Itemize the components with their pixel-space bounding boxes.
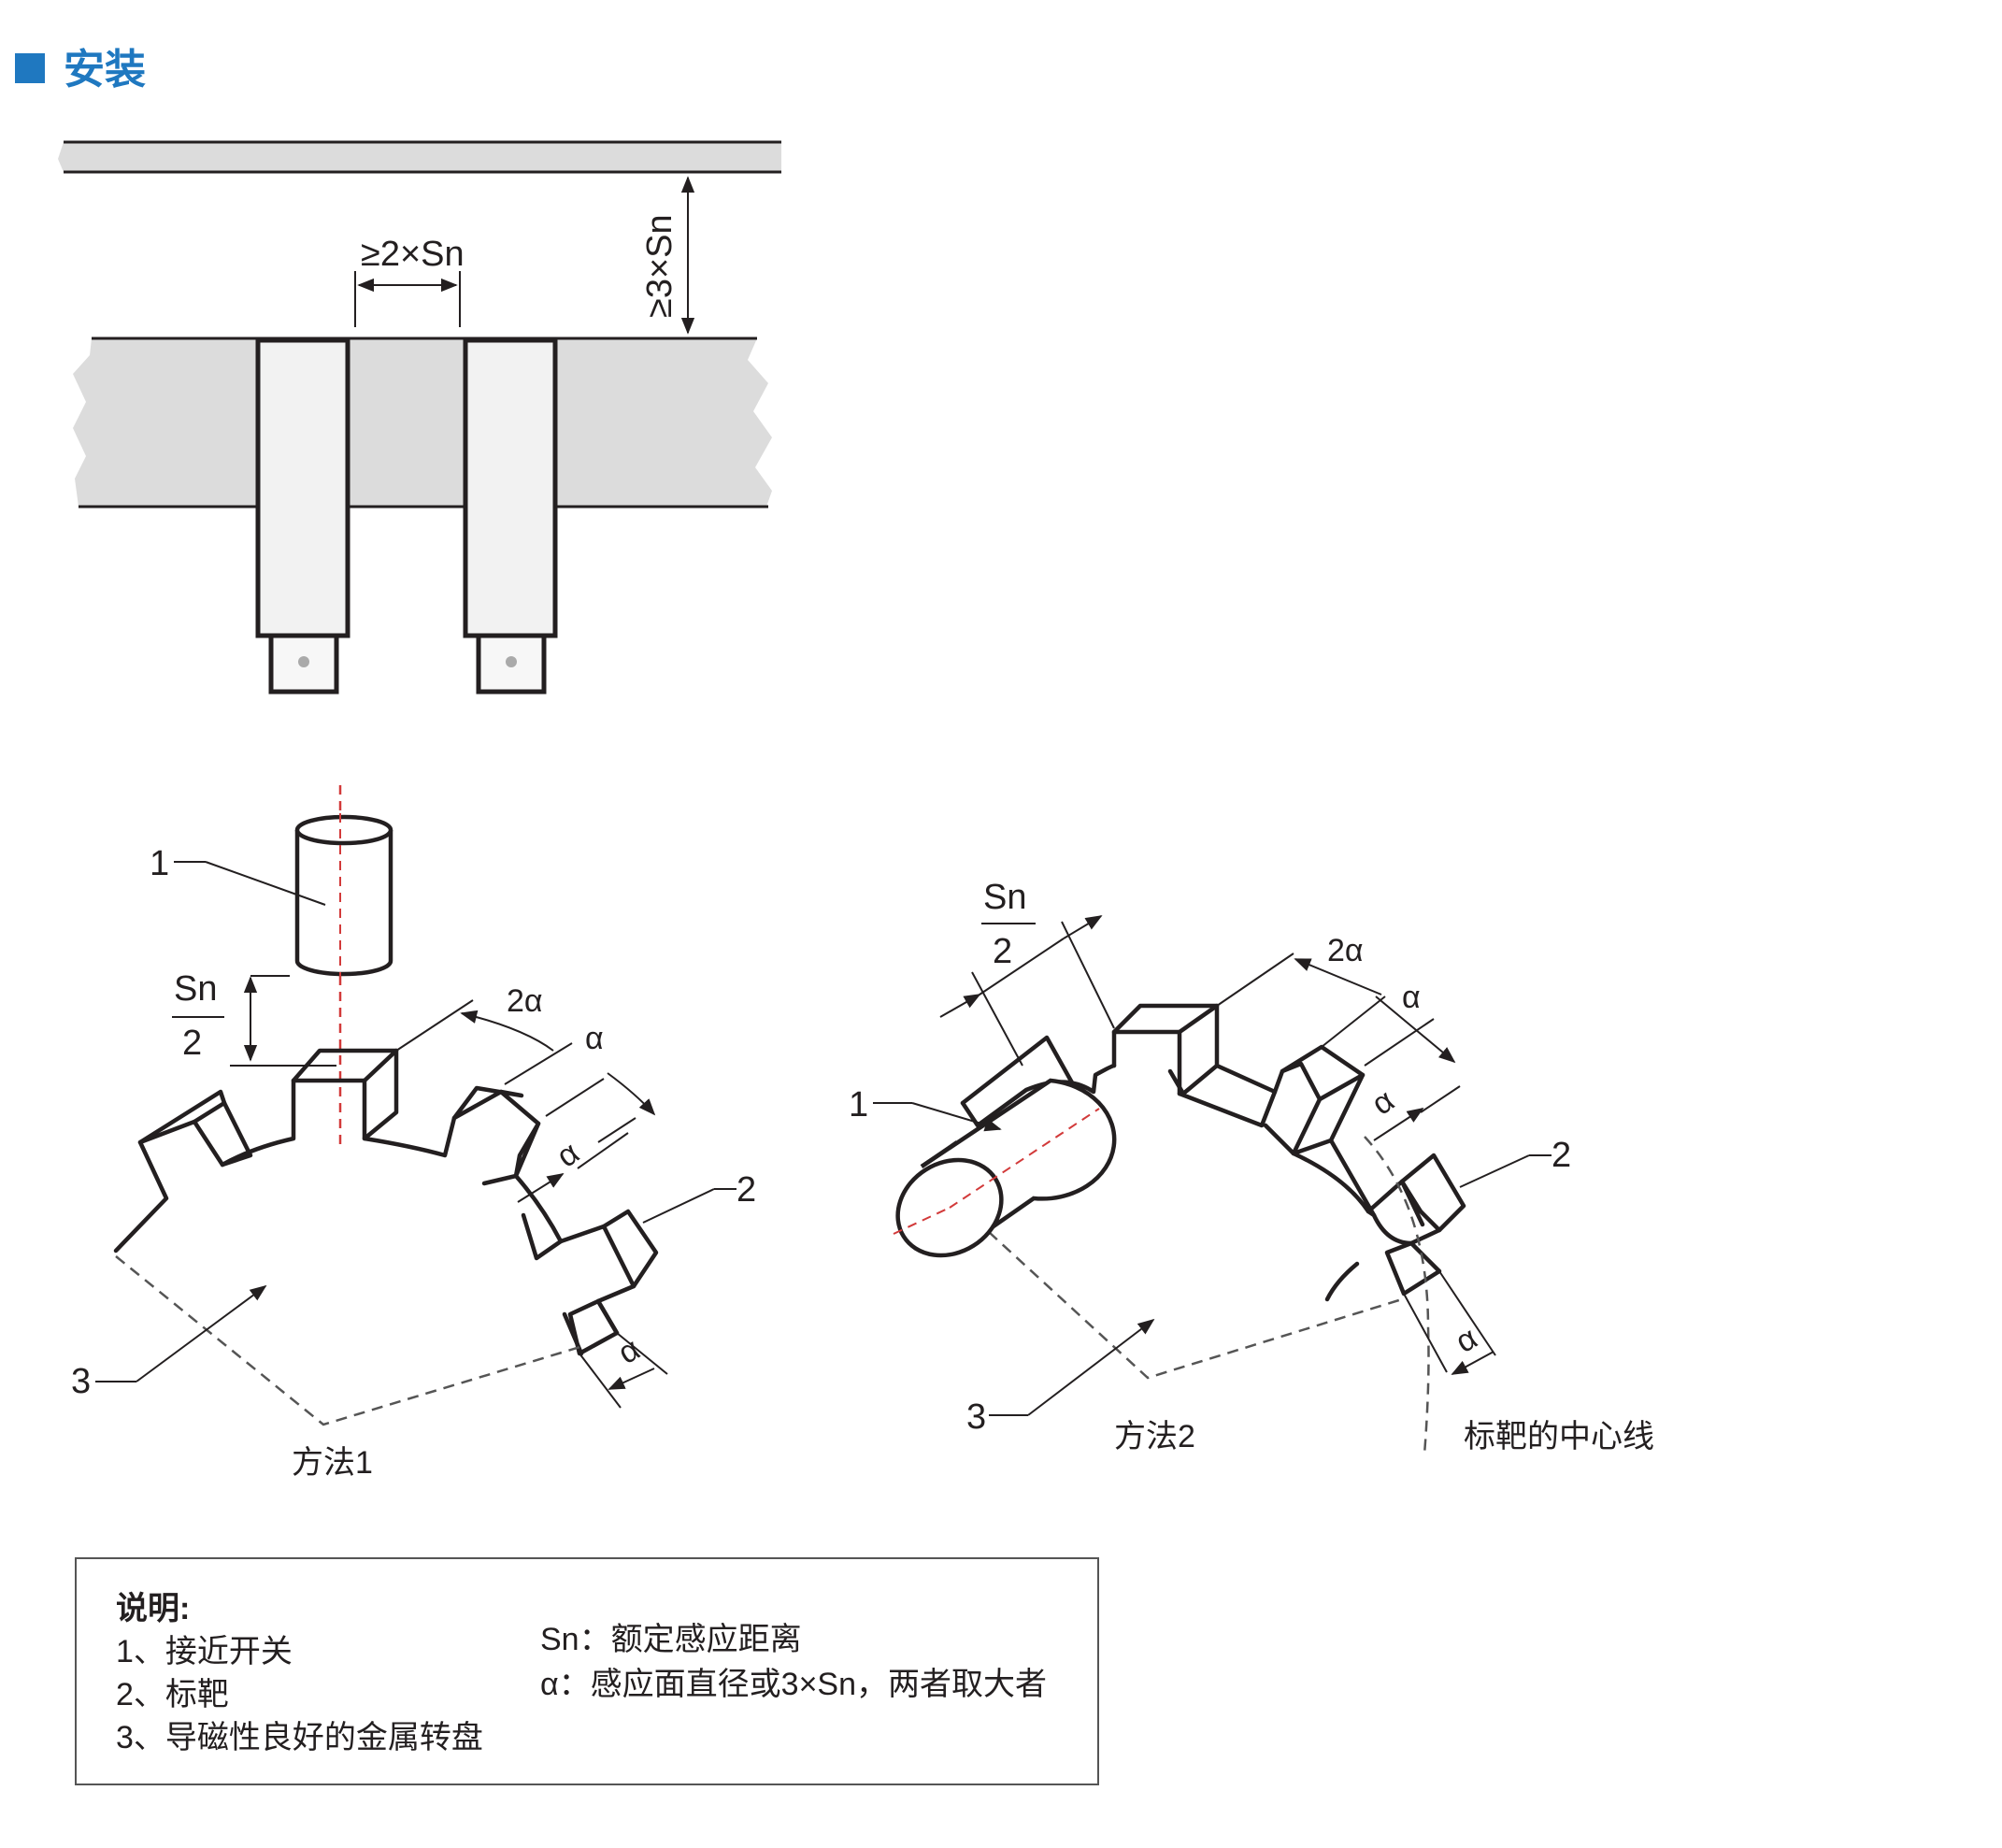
m2-sn-denominator: 2	[993, 932, 1012, 971]
proximity-sensor-right	[463, 337, 558, 695]
upper-plate	[58, 142, 781, 172]
m2-2a-label: 2α	[1327, 933, 1364, 968]
legend-items: 说明: 1、接近开关 2、标靶 3、导磁性良好的金属转盘	[116, 1587, 483, 1759]
m1-sn-numerator: Sn	[174, 969, 217, 1009]
legend-def-alpha: α：感应面直径或3×Sn，两者取大者	[540, 1667, 1048, 1702]
m2-callout-2: 2	[1552, 1136, 1571, 1175]
m2-callout-3: 3	[966, 1397, 986, 1437]
m2-caption: 方法2	[1114, 1419, 1195, 1454]
m1-a-label-bottom: α	[612, 1331, 646, 1371]
m2-centerline-label: 标靶的中心线	[1464, 1419, 1654, 1454]
clearance-label: ≥3×Sn	[640, 214, 679, 318]
m1-wheel-outline	[113, 1078, 636, 1336]
m2-a-label-top: α	[1402, 980, 1421, 1015]
method2-diagram: Sn 2 2α α α α 1 2 3 方法2 标靶的中心线	[849, 878, 1654, 1455]
section-header: 安装	[15, 47, 146, 93]
spacing-dimension: ≥2×Sn	[354, 235, 465, 327]
m2-target-centerline	[1364, 1136, 1430, 1455]
clearance-dimension: ≥3×Sn	[640, 176, 695, 335]
m1-a-label-top: α	[585, 1021, 604, 1056]
m2-a-label-mid: α	[1366, 1082, 1401, 1122]
legend-item-3: 3、导磁性良好的金属转盘	[116, 1720, 483, 1755]
m1-callout-2: 2	[736, 1170, 756, 1210]
m1-caption: 方法1	[292, 1445, 373, 1481]
legend-item-1: 1、接近开关	[116, 1634, 293, 1669]
legend-item-2: 2、标靶	[116, 1677, 229, 1712]
m1-a-label-mid: α	[551, 1135, 586, 1174]
m1-callout-3: 3	[71, 1362, 91, 1401]
m2-sn-numerator: Sn	[983, 878, 1026, 917]
legend-box: 说明: 1、接近开关 2、标靶 3、导磁性良好的金属转盘 Sn：额定感应距离 α…	[75, 1557, 1099, 1785]
legend-def-sn: Sn：额定感应距离	[540, 1622, 802, 1657]
m1-callout-1: 1	[150, 844, 169, 883]
method1-diagram: Sn 2 2α α α α	[71, 785, 756, 1481]
proximity-sensor-left	[255, 337, 350, 695]
top-mounting-diagram: ≥2×Sn ≥3×Sn	[58, 140, 781, 695]
section-title: 安装	[64, 47, 146, 93]
spacing-label: ≥2×Sn	[361, 235, 465, 274]
method1-sensor-cylinder	[294, 813, 393, 977]
lower-plate	[73, 338, 772, 507]
legend-definitions: Sn：额定感应距离 α：感应面直径或3×Sn，两者取大者	[540, 1617, 1047, 1707]
m2-callout-1: 1	[849, 1085, 868, 1125]
m1-sn-denominator: 2	[182, 1024, 202, 1063]
m1-2a-label: 2α	[507, 983, 543, 1019]
legend-header: 说明:	[116, 1591, 191, 1626]
method2-sensor-cylinder	[893, 1078, 1117, 1258]
m2-a-label-bottom: α	[1450, 1320, 1483, 1360]
section-marker-icon	[15, 53, 45, 83]
